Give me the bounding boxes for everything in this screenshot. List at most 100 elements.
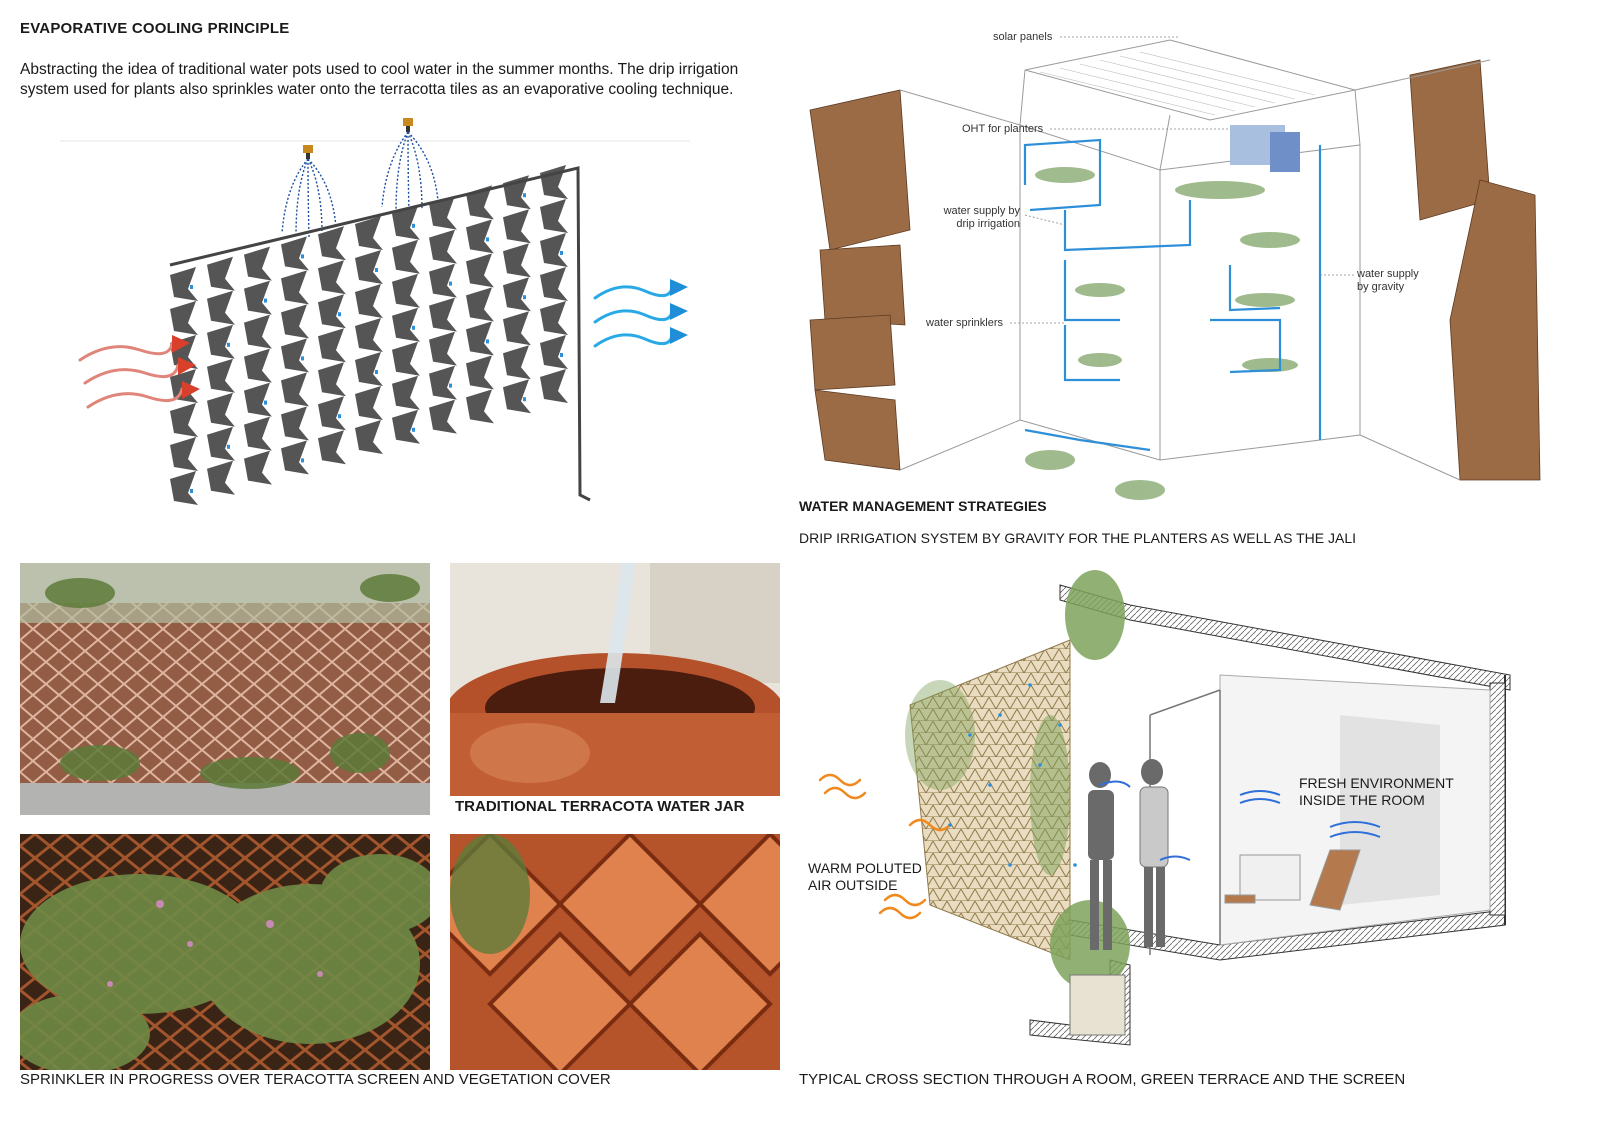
water-drop xyxy=(338,312,341,317)
screen-tile xyxy=(355,352,383,386)
warm-air-squiggles xyxy=(818,773,952,920)
photo-water-jar: TRADITIONAL TERRACOTA WATER JAR xyxy=(450,563,780,815)
screen-tile xyxy=(244,314,272,349)
screen-tile xyxy=(503,345,531,380)
label-oht: OHT for planters xyxy=(962,123,1044,135)
warm-air-line-1: WARM POLUTED xyxy=(808,860,922,876)
water-drop xyxy=(523,397,526,402)
right-jali-panels xyxy=(1409,59,1541,481)
planter-vegetation xyxy=(1025,167,1300,500)
screen-tile xyxy=(429,229,457,264)
screen-tile xyxy=(392,205,420,240)
sprinkler-caption: SPRINKLER IN PROGRESS OVER TERACOTTA SCR… xyxy=(20,1071,611,1088)
screen-tile xyxy=(355,284,383,318)
screen-tile xyxy=(170,403,198,437)
water-drop xyxy=(301,254,304,259)
screen-tile xyxy=(170,267,198,301)
sprinkler-right xyxy=(403,118,413,132)
screen-tile xyxy=(429,399,457,434)
screen-tile xyxy=(244,348,272,383)
screen-tile xyxy=(540,267,568,301)
screen-tile xyxy=(355,216,383,250)
screen-tile xyxy=(429,195,457,230)
water-drop xyxy=(301,458,304,463)
screen-tile xyxy=(281,338,309,373)
water-drop xyxy=(486,339,489,344)
screen-tile xyxy=(207,256,235,291)
screen-tile xyxy=(318,362,346,397)
screen-tile xyxy=(244,246,272,281)
water-drop xyxy=(412,223,415,228)
screen-tile xyxy=(207,324,235,359)
label-gravity-1: water supply xyxy=(1357,268,1419,280)
warm-air-line-2: AIR OUTSIDE xyxy=(808,877,898,893)
screen-tile xyxy=(429,331,457,366)
screen-tile xyxy=(503,311,531,346)
room-furniture xyxy=(1224,849,1361,911)
screen-tile xyxy=(429,365,457,400)
screen-tile xyxy=(503,209,531,244)
screen-tile xyxy=(466,219,494,254)
cool-air-swirls xyxy=(1099,780,1381,861)
screen-tile xyxy=(207,426,235,461)
screen-tile xyxy=(503,379,531,414)
screen-tile xyxy=(392,273,420,308)
solar-panel-roof xyxy=(1039,51,1316,116)
screen-tile xyxy=(503,277,531,312)
water-drop xyxy=(227,342,230,347)
building-axonometric xyxy=(809,36,1541,500)
screen-tile xyxy=(170,471,198,505)
water-drop xyxy=(560,353,563,357)
label-solar-panels: solar panels xyxy=(993,31,1053,43)
screen-tile xyxy=(207,290,235,325)
label-sprinklers: water sprinklers xyxy=(926,317,1004,329)
screen-tile xyxy=(318,226,346,261)
left-jali-panels xyxy=(809,89,911,471)
evaporative-diagram xyxy=(60,118,690,505)
screen-tile xyxy=(207,358,235,393)
screen-tile xyxy=(540,301,568,335)
screen-tile xyxy=(207,460,235,495)
cool-air-arrows xyxy=(593,285,674,348)
water-drop xyxy=(486,237,489,242)
screen-tile xyxy=(392,375,420,410)
screen-tile xyxy=(540,335,568,369)
fresh-env-line-1: FRESH ENVIRONMENT xyxy=(1299,775,1454,791)
screen-tile xyxy=(207,392,235,427)
water-drop xyxy=(264,400,267,405)
water-drop xyxy=(190,489,193,493)
water-drop xyxy=(227,444,230,449)
sprinkler-left xyxy=(303,145,313,159)
screen-tile xyxy=(244,382,272,417)
label-drip-2: drip irrigation xyxy=(956,218,1020,230)
screen-tile xyxy=(281,304,309,339)
warm-air-arrows xyxy=(78,341,184,409)
screen-tile xyxy=(244,280,272,315)
screen-tile xyxy=(392,239,420,274)
screen-tile xyxy=(392,307,420,342)
fresh-env-line-2: INSIDE THE ROOM xyxy=(1299,792,1425,808)
jar-caption: TRADITIONAL TERRACOTA WATER JAR xyxy=(455,798,745,815)
water-drop xyxy=(412,325,415,330)
label-drip-1: water supply by xyxy=(943,205,1020,217)
water-drop xyxy=(375,370,378,374)
screen-tile xyxy=(318,396,346,431)
screen-tile xyxy=(466,321,494,356)
water-drop xyxy=(560,251,563,255)
water-drop xyxy=(449,383,452,388)
screen-tile xyxy=(281,440,309,475)
screen-tile xyxy=(392,341,420,376)
terracotta-tile-screen xyxy=(170,165,568,505)
water-drop xyxy=(190,285,193,289)
screen-tile xyxy=(318,430,346,465)
photo-terracotta-closeup xyxy=(450,834,780,1070)
screen-tile xyxy=(281,270,309,305)
evaporative-title: EVAPORATIVE COOLING PRINCIPLE xyxy=(20,20,290,37)
water-drop xyxy=(523,193,526,198)
evaporative-description: Abstracting the idea of traditional wate… xyxy=(20,61,739,98)
water-management-title: WATER MANAGEMENT STRATEGIES xyxy=(799,498,1047,514)
screen-tile xyxy=(355,318,383,352)
screen-tile xyxy=(355,250,383,284)
screen-tile xyxy=(540,233,568,267)
screen-tile xyxy=(429,297,457,332)
